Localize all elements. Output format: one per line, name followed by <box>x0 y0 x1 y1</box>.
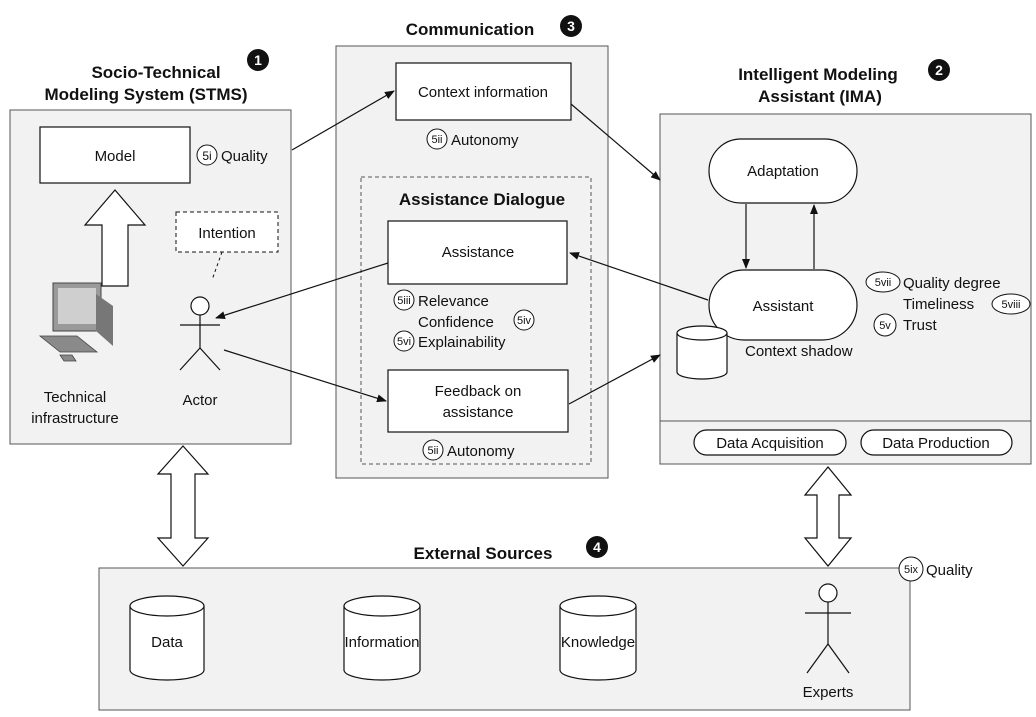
ima-title-line1: Intelligent Modeling <box>738 65 898 84</box>
actor-figure <box>179 296 221 371</box>
quality-label: Quality <box>221 148 268 165</box>
ima-number-badge: 2 <box>928 59 950 81</box>
data-label: Data <box>151 634 183 651</box>
model-box <box>39 126 191 184</box>
stms-title-line2: Modeling System (STMS) <box>44 85 247 104</box>
feedback-line1: Feedback on <box>435 383 522 400</box>
svg-text:5i: 5i <box>202 149 211 163</box>
assistance-dialogue-title: Assistance Dialogue <box>399 190 565 209</box>
computer-icon <box>38 282 113 362</box>
svg-text:5ix: 5ix <box>904 564 919 576</box>
confidence-5iv-badge: 5iv <box>513 309 535 331</box>
external-quality-label: Quality <box>926 562 973 579</box>
stms-title-line1: Socio-Technical <box>91 63 220 82</box>
feedback-to-ima-arrow <box>568 354 661 405</box>
actor-label: Actor <box>182 392 217 409</box>
external-panel <box>98 567 911 711</box>
assistant-to-assistance-arrow <box>569 252 709 301</box>
model-label: Model <box>95 148 136 165</box>
assistance-dialogue-box <box>360 176 592 465</box>
experts-figure <box>805 583 851 674</box>
communication-number-badge: 3 <box>560 15 582 37</box>
svg-text:5iii: 5iii <box>397 295 410 307</box>
svg-text:5vi: 5vi <box>397 336 411 348</box>
ima-external-double-arrow <box>803 466 853 567</box>
svg-text:5iv: 5iv <box>517 315 532 327</box>
data-cylinder <box>129 595 205 681</box>
context-to-ima-arrow <box>570 103 661 181</box>
intention-callout <box>175 211 279 253</box>
external-number-badge: 4 <box>586 536 608 558</box>
timeliness-label: Timeliness <box>903 296 974 313</box>
trust-label: Trust <box>903 317 937 334</box>
adaptation-box <box>708 138 858 204</box>
infra-line2: infrastructure <box>31 410 119 427</box>
svg-text:4: 4 <box>593 539 601 555</box>
ima-group: Intelligent Modeling Assistant (IMA) 2 A… <box>659 59 1032 465</box>
svg-text:5viii: 5viii <box>1002 299 1021 311</box>
assistance-to-actor-arrow <box>215 262 389 320</box>
information-label: Information <box>344 634 419 651</box>
ima-title-line2: Assistant (IMA) <box>758 87 882 106</box>
data-production-label: Data Production <box>882 435 990 452</box>
explainability-5vi-badge: 5vi <box>393 330 415 352</box>
feedback-line2: assistance <box>443 404 514 421</box>
quality-5ix-badge: 5ix <box>898 556 924 582</box>
adaptation-label: Adaptation <box>747 163 819 180</box>
external-title: External Sources <box>414 544 553 563</box>
communication-title: Communication <box>406 20 534 39</box>
relevance-label: Relevance <box>418 293 489 310</box>
external-group: External Sources 4 5ix Quality Data Info… <box>98 536 973 711</box>
quality-degree-5vii-badge: 5vii <box>865 271 901 293</box>
information-cylinder <box>343 595 421 681</box>
context-information-box <box>395 62 572 121</box>
data-acquisition-label: Data Acquisition <box>716 435 824 452</box>
infra-line1: Technical <box>44 389 107 406</box>
context-information-label: Context information <box>418 84 548 101</box>
confidence-label: Confidence <box>418 314 494 331</box>
relevance-5iii-badge: 5iii <box>393 289 415 311</box>
svg-text:1: 1 <box>254 52 262 68</box>
svg-text:5vii: 5vii <box>875 277 892 289</box>
assistant-label: Assistant <box>753 298 815 315</box>
svg-text:5ii: 5ii <box>431 134 442 146</box>
timeliness-5viii-badge: 5viii <box>991 293 1031 315</box>
assistance-label: Assistance <box>442 244 515 261</box>
autonomy-label: Autonomy <box>451 132 519 149</box>
experts-label: Experts <box>803 684 854 701</box>
svg-text:2: 2 <box>935 62 943 78</box>
model-to-context-arrow <box>291 90 395 151</box>
data-acquisition-pill <box>693 429 847 456</box>
trust-5v-badge: 5v <box>873 313 897 337</box>
svg-text:5ii: 5ii <box>427 445 438 457</box>
svg-text:5v: 5v <box>879 320 891 332</box>
quality-5i-badge: 5i <box>196 144 218 166</box>
context-shadow-label: Context shadow <box>745 343 853 360</box>
autonomy-5ii-badge: 5ii <box>426 128 448 150</box>
intention-pointer <box>211 251 223 281</box>
actor-to-feedback-arrow <box>223 349 387 403</box>
quality-degree-label: Quality degree <box>903 275 1001 292</box>
communication-group: Communication 3 Context information 5ii … <box>335 15 609 479</box>
feedback-box <box>387 369 569 433</box>
intention-label: Intention <box>198 225 256 242</box>
knowledge-cylinder <box>559 595 637 681</box>
explainability-label: Explainability <box>418 334 506 351</box>
feedback-autonomy-5ii-badge: 5ii <box>422 439 444 461</box>
svg-text:3: 3 <box>567 18 575 34</box>
data-production-pill <box>860 429 1013 456</box>
assistant-box <box>708 269 858 341</box>
assistance-box <box>387 220 568 285</box>
stms-external-double-arrow <box>156 445 210 567</box>
stms-group: Socio-Technical Modeling System (STMS) 1… <box>9 49 292 445</box>
stms-number-badge: 1 <box>247 49 269 71</box>
knowledge-label: Knowledge <box>561 634 635 651</box>
generates-model-arrow <box>83 189 147 287</box>
context-shadow-cylinder <box>676 325 728 380</box>
feedback-autonomy-label: Autonomy <box>447 443 515 460</box>
